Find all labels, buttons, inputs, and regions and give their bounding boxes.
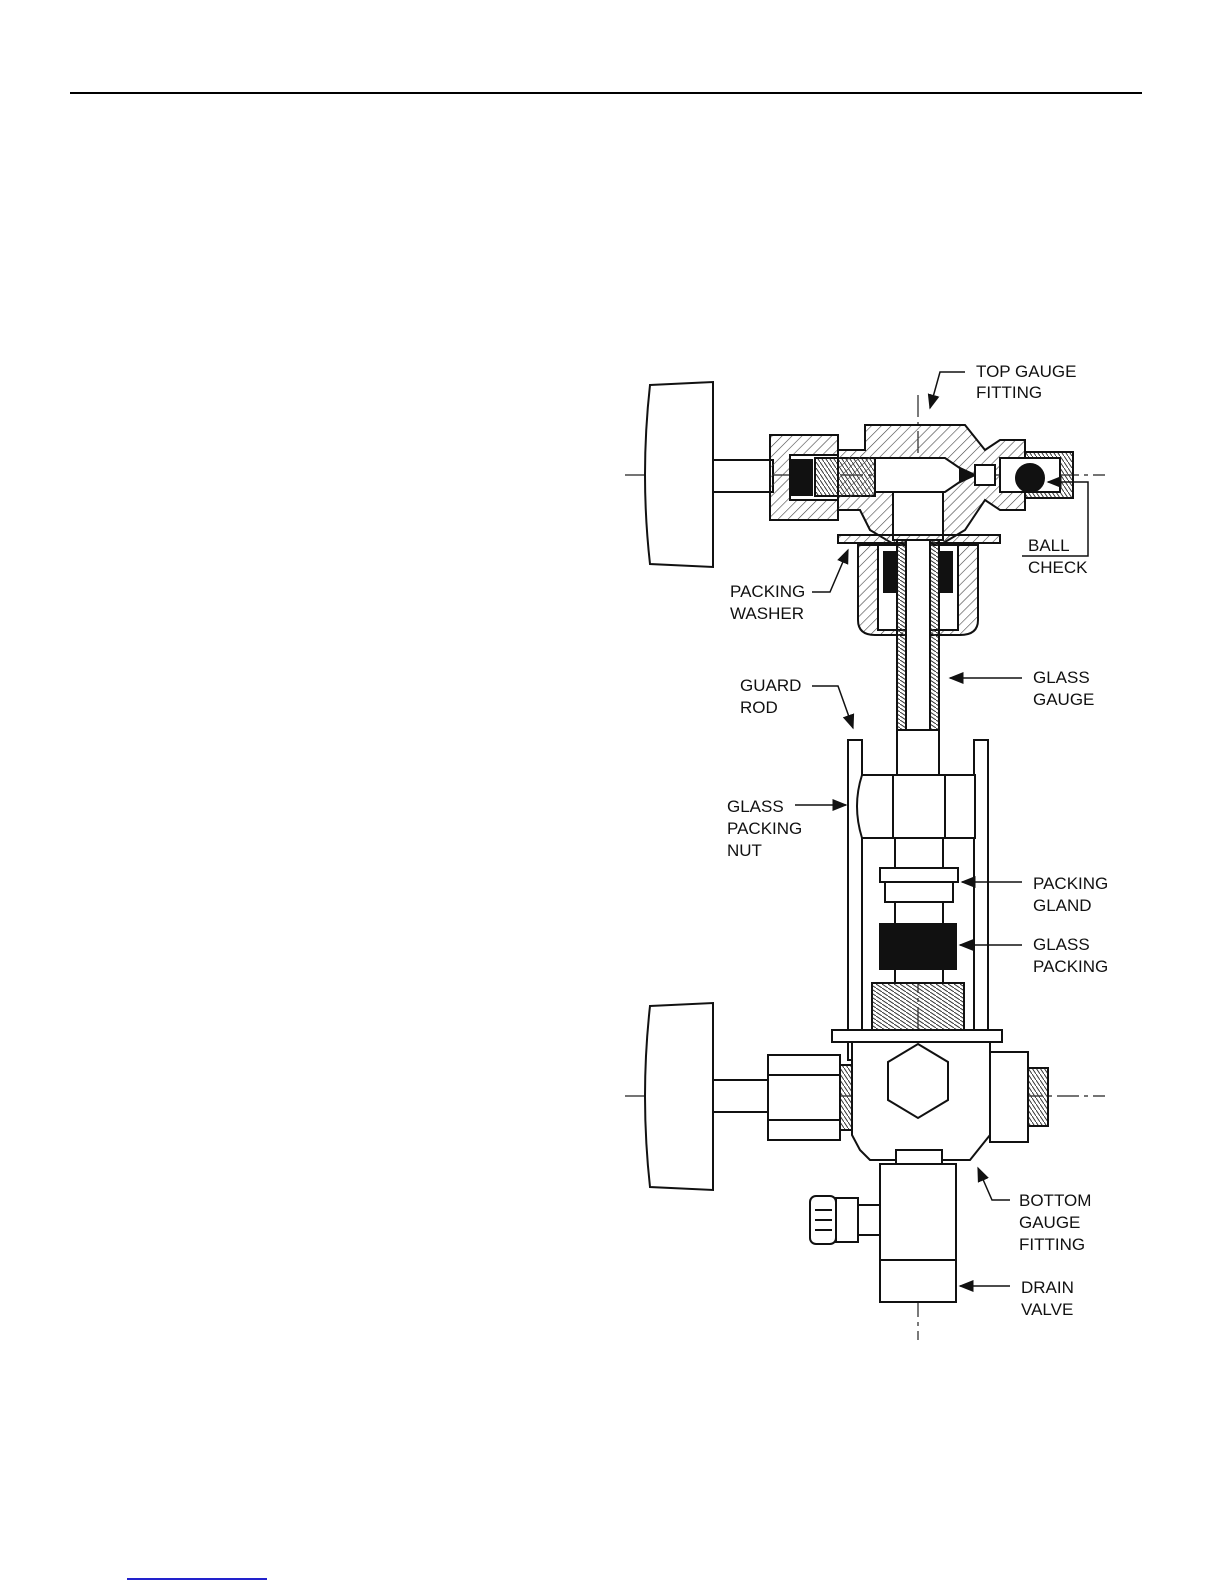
label-packing-gland-1: PACKING [1033, 874, 1108, 893]
label-packing-washer-2: WASHER [730, 604, 804, 623]
label-drain-valve-1: DRAIN [1021, 1278, 1074, 1297]
drain-valve [810, 1164, 956, 1302]
label-glass-gauge-2: GAUGE [1033, 690, 1094, 709]
thread-section [872, 983, 964, 1030]
label-ball-check-2: CHECK [1028, 558, 1088, 577]
glass-packing-nut [857, 775, 975, 868]
label-top-gauge-fitting-1: TOP GAUGE [976, 362, 1076, 381]
top-gauge-fitting [645, 382, 1073, 635]
label-bottom-gauge-fitting-3: FITTING [1019, 1235, 1085, 1254]
glass-packing [880, 924, 956, 969]
footer-link-underline[interactable] [127, 1578, 267, 1580]
label-packing-gland-2: GLAND [1033, 896, 1092, 915]
label-glass-packing-nut-1: GLASS [727, 797, 784, 816]
label-bottom-gauge-fitting-1: BOTTOM [1019, 1191, 1091, 1210]
label-guard-rod-2: ROD [740, 698, 778, 717]
label-packing-washer-1: PACKING [730, 582, 805, 601]
label-glass-gauge-1: GLASS [1033, 668, 1090, 687]
glass-gauge [897, 540, 939, 775]
label-glass-packing-1: GLASS [1033, 935, 1090, 954]
label-glass-packing-nut-3: NUT [727, 841, 762, 860]
packing-gland [880, 868, 958, 924]
label-glass-packing-2: PACKING [1033, 957, 1108, 976]
label-bottom-gauge-fitting-2: GAUGE [1019, 1213, 1080, 1232]
label-glass-packing-nut-2: PACKING [727, 819, 802, 838]
label-guard-rod-1: GUARD [740, 676, 801, 695]
label-top-gauge-fitting-2: FITTING [976, 383, 1042, 402]
label-drain-valve-2: VALVE [1021, 1300, 1073, 1319]
label-ball-check-1: BALL [1028, 536, 1070, 555]
